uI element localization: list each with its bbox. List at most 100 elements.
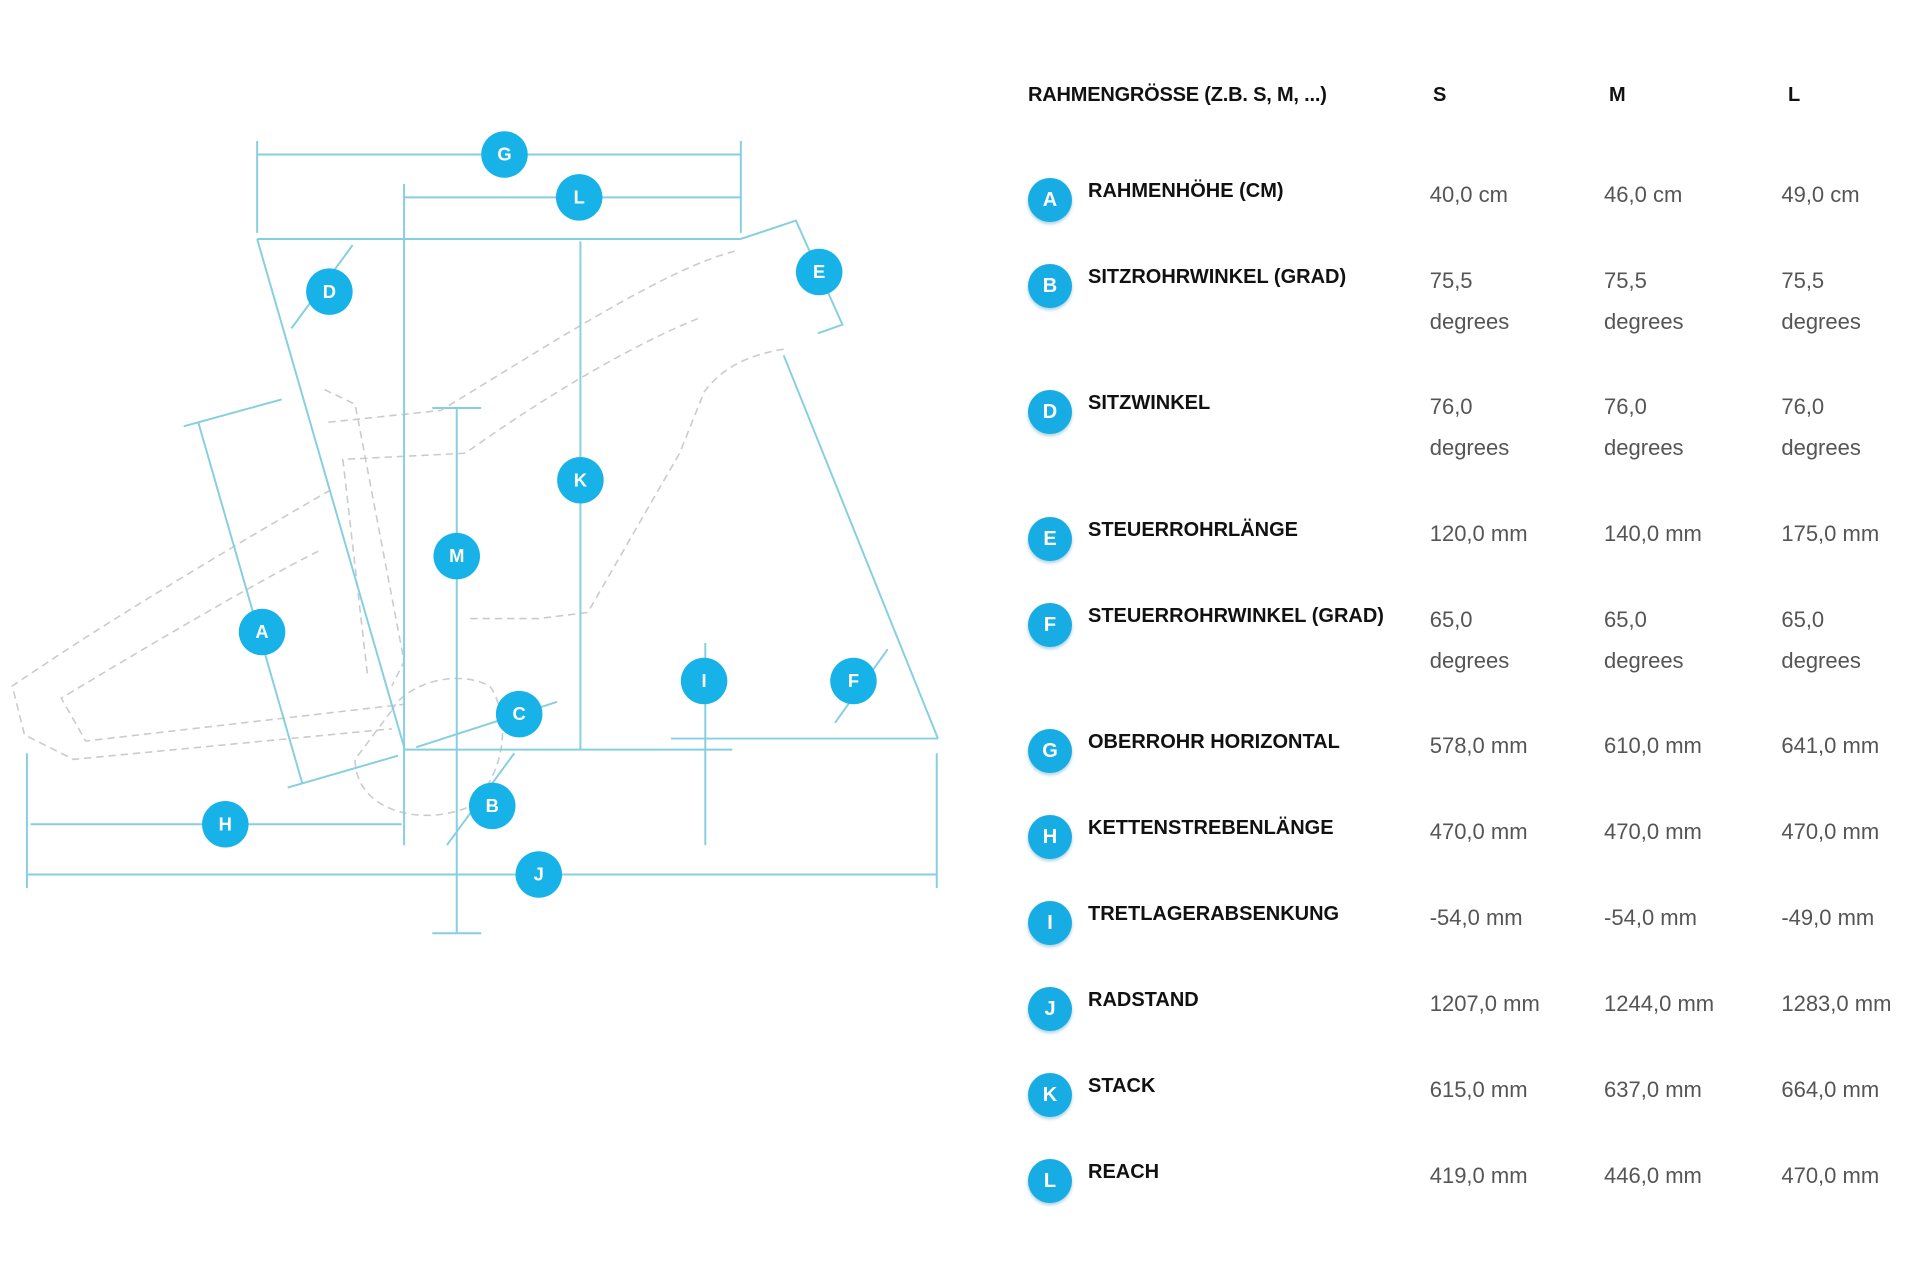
value-l: 76,0 degrees	[1781, 394, 1861, 460]
letter-badge: I	[1028, 901, 1072, 945]
marker-i: I	[680, 657, 728, 705]
letter-badge: E	[1028, 517, 1072, 561]
value-l: 65,0 degrees	[1781, 607, 1861, 673]
table-row: H KETTENSTREBENLÄNGE 470,0 mm 470,0 mm 470,0…	[1028, 815, 1920, 903]
value-s: 615,0 mm	[1429, 1077, 1528, 1102]
value-l: 75,5 degrees	[1781, 268, 1861, 334]
frame-outline	[11, 250, 784, 817]
svg-text:F: F	[848, 670, 859, 691]
measurement-label: STEUERROHRLÄNGE	[1088, 519, 1299, 541]
svg-text:H: H	[219, 813, 232, 834]
measurement-label: OBERROHR HORIZONTAL	[1088, 731, 1340, 753]
marker-g: G	[481, 131, 528, 178]
letter-badge: A	[1028, 178, 1072, 222]
value-l: 641,0 mm	[1781, 733, 1880, 758]
marker-a: A	[238, 608, 286, 656]
value-m: 75,5 degrees	[1604, 268, 1684, 334]
value-s: 75,5 degrees	[1429, 268, 1510, 334]
svg-text:J: J	[534, 864, 544, 885]
table-row: I TRETLAGERABSENKUNG -54,0 mm -54,0 mm -49,0…	[1028, 901, 1920, 989]
value-m: 1244,0 mm	[1604, 991, 1715, 1016]
measurement-label: STACK	[1088, 1075, 1156, 1097]
measurement-label: STEUERROHRWINKEL (GRAD)	[1088, 605, 1384, 627]
size-column-header: RAHMENGRÖSSE (Z.B. S, M, ...)	[1028, 84, 1327, 106]
size-s-header: S	[1433, 84, 1447, 106]
svg-text:I: I	[702, 670, 707, 691]
size-m-header: M	[1609, 84, 1626, 106]
svg-text:M: M	[449, 545, 464, 566]
value-s: 470,0 mm	[1429, 819, 1528, 844]
value-l: 470,0 mm	[1781, 819, 1880, 844]
letter-badge: F	[1028, 603, 1072, 647]
table-row: D SITZWINKEL 76,0 degrees 76,0 degrees 76,0 …	[1028, 390, 1920, 519]
table-row: E STEUERROHRLÄNGE 120,0 mm 140,0 mm 175,0 mm	[1028, 517, 1920, 605]
table-row: A RAHMENHÖHE (CM) 40,0 cm 46,0 cm 49,0 cm	[1028, 178, 1920, 266]
value-s: 120,0 mm	[1429, 521, 1528, 546]
value-s: 578,0 mm	[1429, 733, 1528, 758]
value-m: -54,0 mm	[1604, 905, 1697, 930]
svg-text:G: G	[497, 144, 511, 165]
letter-badge: G	[1028, 729, 1072, 773]
value-s: 76,0 degrees	[1429, 394, 1510, 460]
marker-m: M	[433, 532, 480, 580]
marker-f: F	[830, 657, 877, 705]
table-row: G OBERROHR HORIZONTAL 578,0 mm 610,0 mm 641,…	[1028, 729, 1920, 817]
value-m: 140,0 mm	[1604, 521, 1702, 546]
marker-e: E	[795, 248, 843, 296]
value-m: 76,0 degrees	[1604, 394, 1684, 460]
value-m: 610,0 mm	[1604, 733, 1702, 758]
marker-j: J	[515, 851, 563, 898]
value-s: 1207,0 mm	[1429, 991, 1540, 1016]
marker-l: L	[555, 174, 603, 221]
value-m: 46,0 cm	[1604, 182, 1683, 207]
table-row: B SITZROHRWINKEL (GRAD) 75,5 degrees 75,5 d…	[1028, 264, 1920, 392]
size-l-header: L	[1788, 84, 1801, 106]
table-header: RAHMENGRÖSSE (Z.B. S, M, ...) S M L	[1028, 84, 1920, 180]
value-s: -54,0 mm	[1429, 905, 1523, 930]
svg-text:C: C	[513, 703, 526, 724]
measurement-label: SITZROHRWINKEL (GRAD)	[1088, 266, 1347, 288]
table-row: K STACK 615,0 mm 637,0 mm 664,0 mm	[1028, 1073, 1920, 1161]
value-s: 40,0 cm	[1429, 182, 1508, 207]
letter-badge: H	[1028, 815, 1072, 859]
svg-text:E: E	[813, 261, 825, 282]
value-m: 470,0 mm	[1604, 819, 1702, 844]
table-row: F STEUERROHRWINKEL (GRAD) 65,0 degrees 65,0…	[1028, 603, 1920, 731]
letter-badge: J	[1028, 987, 1072, 1031]
svg-text:D: D	[323, 281, 336, 302]
marker-h: H	[202, 801, 249, 848]
svg-text:A: A	[255, 621, 268, 642]
measurement-label: TRETLAGERABSENKUNG	[1088, 903, 1340, 925]
marker-b: B	[468, 782, 516, 830]
marker-k: K	[557, 456, 604, 504]
value-l: 49,0 cm	[1781, 182, 1860, 207]
letter-badge: L	[1028, 1159, 1072, 1203]
measurement-label: KETTENSTREBENLÄNGE	[1088, 817, 1334, 839]
dimension-lines	[25, 141, 939, 935]
letter-badge: B	[1028, 264, 1072, 308]
value-m: 446,0 mm	[1604, 1163, 1702, 1188]
letter-badge: K	[1028, 1073, 1072, 1117]
frame-geometry-diagram: G L D E K M A I F C B H J	[11, 131, 939, 935]
svg-text:L: L	[574, 186, 585, 207]
svg-text:B: B	[486, 795, 499, 816]
table-row: J RADSTAND 1207,0 mm 1244,0 mm 1283,0 mm	[1028, 987, 1920, 1075]
value-l: 175,0 mm	[1781, 521, 1880, 546]
value-l: -49,0 mm	[1781, 905, 1875, 930]
value-m: 637,0 mm	[1604, 1077, 1702, 1102]
letter-badge: D	[1028, 390, 1072, 434]
value-s: 419,0 mm	[1429, 1163, 1528, 1188]
value-l: 664,0 mm	[1781, 1077, 1880, 1102]
value-l: 1283,0 mm	[1781, 991, 1892, 1016]
measurement-label: SITZWINKEL	[1088, 392, 1211, 414]
value-m: 65,0 degrees	[1604, 607, 1684, 673]
value-l: 470,0 mm	[1781, 1163, 1880, 1188]
marker-d: D	[306, 268, 353, 315]
measurement-label: RADSTAND	[1088, 989, 1199, 1011]
dimension-markers: G L D E K M A I F C B H J	[202, 131, 877, 898]
value-s: 65,0 degrees	[1429, 607, 1510, 673]
measurement-label: RAHMENHÖHE (CM)	[1088, 180, 1284, 202]
marker-c: C	[495, 690, 543, 738]
